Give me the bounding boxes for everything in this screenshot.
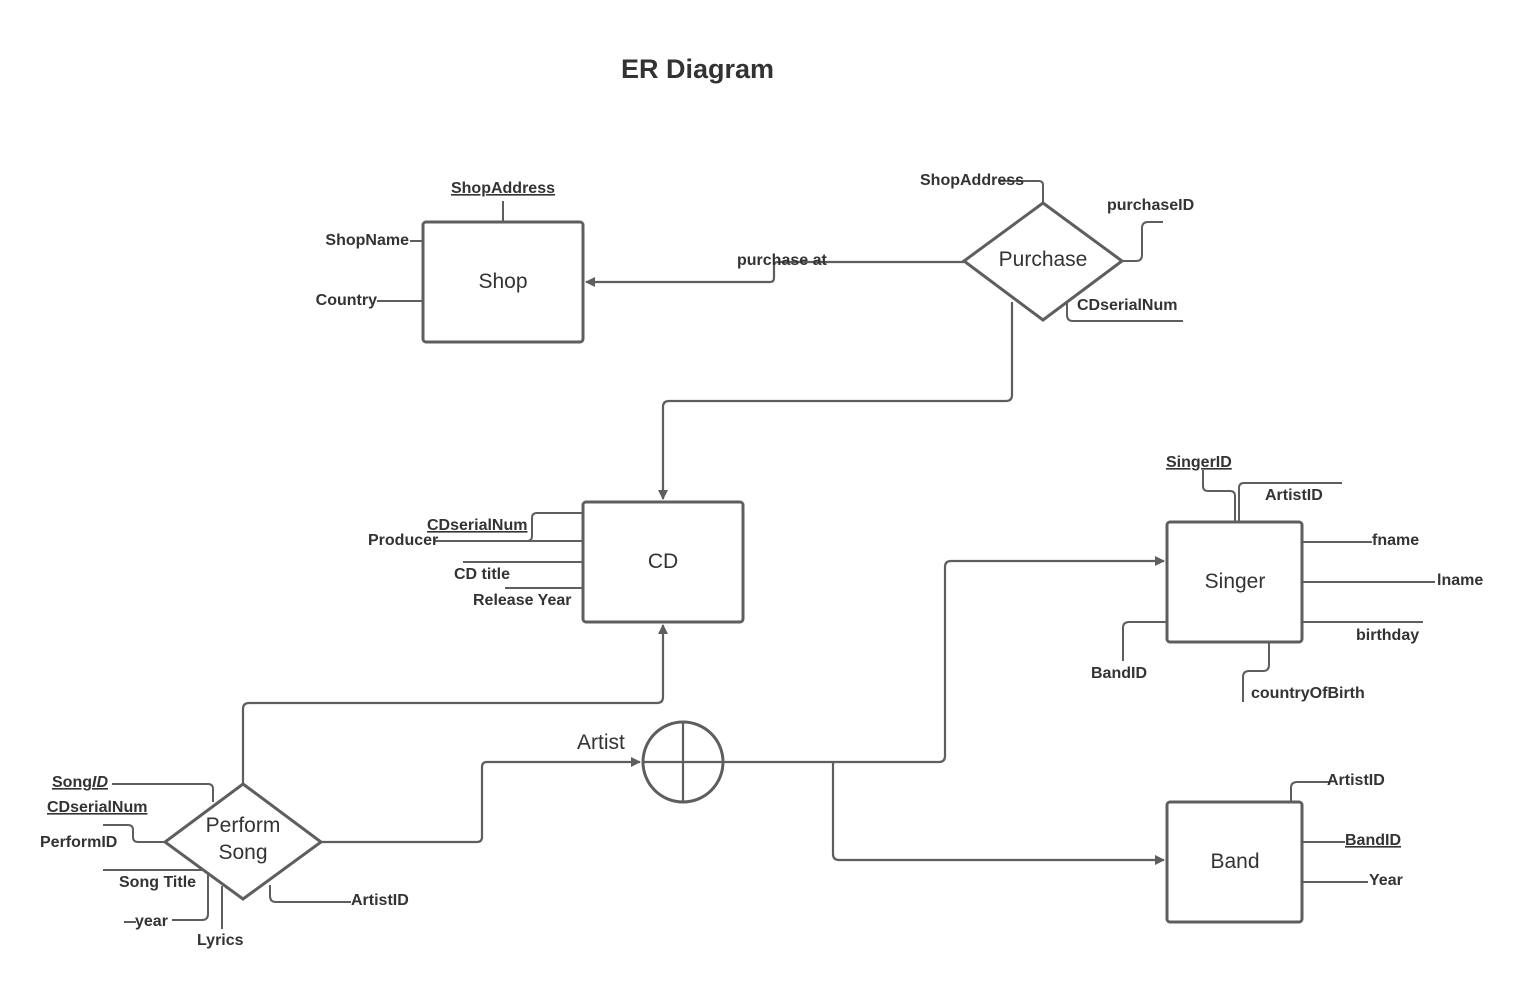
band-attr-band-id: BandID <box>1345 832 1401 849</box>
perform-attr-lyrics: Lyrics <box>197 932 244 949</box>
singer-attr-fname: fname <box>1372 532 1419 549</box>
purchase-at-label: purchase at <box>737 252 827 269</box>
purchase-to-cd-connector <box>658 302 1014 500</box>
purchase-attribute-links <box>1000 180 1183 322</box>
purchase-relationship[interactable]: Purchase <box>961 201 1125 322</box>
singer-attr-band-id: BandID <box>1091 665 1147 682</box>
cd-entity[interactable]: CD <box>581 500 745 624</box>
artist-to-band-connector <box>831 762 1165 865</box>
purchase-attr-shop-address: ShopAddress <box>920 172 1024 189</box>
singer-attr-artist-id: ArtistID <box>1265 487 1323 504</box>
cd-entity-label: CD <box>648 550 678 573</box>
purchase-attr-cd-serial-num: CDserialNum <box>1077 297 1177 314</box>
perform-to-cd-connector <box>241 624 668 784</box>
singer-attribute-links <box>1122 470 1435 702</box>
purchase-at-connector <box>585 260 964 287</box>
shop-attr-shop-address: ShopAddress <box>451 180 555 197</box>
perform-attr-song-id: SongID <box>52 774 108 791</box>
perform-song-label-line1: Perform <box>206 814 281 837</box>
shop-entity-label: Shop <box>478 270 527 293</box>
band-attribute-links <box>1290 781 1368 883</box>
cd-attr-cd-title: CD title <box>454 566 510 583</box>
perform-attr-cd-serial-num: CDserialNum <box>47 799 147 816</box>
shop-attribute-links <box>377 201 504 302</box>
perform-attr-song-title: Song Title <box>119 874 196 891</box>
cd-attr-cd-serial-num: CDserialNum <box>427 517 527 534</box>
singer-attr-birthday: birthday <box>1356 627 1419 644</box>
perform-attribute-links <box>103 783 351 929</box>
purchase-attr-purchase-id: purchaseID <box>1107 197 1194 214</box>
singer-attr-singer-id: SingerID <box>1166 454 1232 471</box>
singer-attr-country-of-birth: countryOfBirth <box>1251 685 1365 702</box>
artist-label: Artist <box>577 731 625 754</box>
artist-specialization-symbol[interactable] <box>641 720 725 804</box>
artist-to-singer-connector <box>723 556 1165 764</box>
perform-song-label-line2: Song <box>218 841 267 864</box>
purchase-relationship-label: Purchase <box>999 248 1088 271</box>
cd-attr-release-year: Release Year <box>473 592 571 609</box>
singer-attr-lname: lname <box>1437 572 1483 589</box>
shop-entity[interactable]: Shop <box>421 220 585 344</box>
cd-attr-producer: Producer <box>368 532 438 549</box>
perform-attr-perform-id: PerformID <box>40 834 117 851</box>
perform-to-artist-connector <box>321 757 641 844</box>
band-entity[interactable]: Band <box>1165 800 1304 924</box>
band-entity-label: Band <box>1210 850 1259 873</box>
singer-entity-label: Singer <box>1205 570 1266 593</box>
perform-attr-artist-id: ArtistID <box>351 892 409 909</box>
singer-entity[interactable]: Singer <box>1165 520 1304 644</box>
band-attr-year: Year <box>1369 872 1403 889</box>
perform-attr-year: year <box>135 913 168 930</box>
shop-attr-country: Country <box>316 292 377 309</box>
band-attr-artist-id: ArtistID <box>1327 772 1385 789</box>
diagram-title: ER Diagram <box>621 54 774 84</box>
shop-attr-shop-name: ShopName <box>325 232 409 249</box>
cd-attribute-links <box>435 512 583 589</box>
